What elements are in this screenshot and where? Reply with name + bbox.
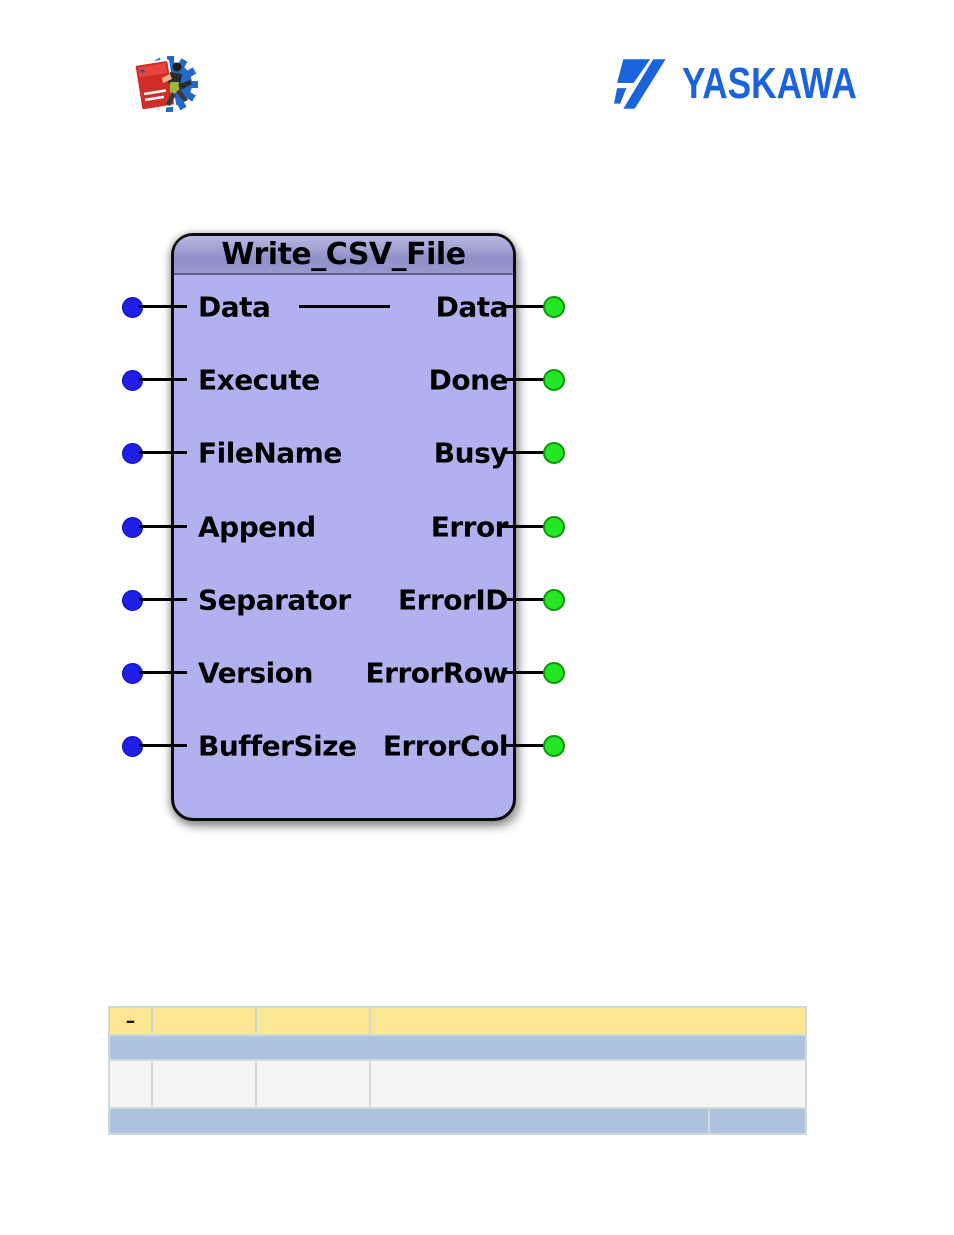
output-pin-line (502, 378, 544, 381)
input-pin-line (139, 525, 187, 528)
output-pin-icon (543, 735, 565, 757)
input-label: Data (198, 290, 271, 324)
function-block: Write_CSV_File (171, 233, 516, 821)
table-body-row (110, 1061, 805, 1107)
output-pin-icon (543, 369, 565, 391)
output-pin-icon (543, 296, 565, 318)
output-pin-icon (543, 516, 565, 538)
output-pin-line (502, 305, 544, 308)
output-label: Error (430, 510, 509, 544)
input-pin-line (139, 744, 187, 747)
function-block-title: Write_CSV_File (174, 236, 513, 275)
output-pin-icon (543, 442, 565, 464)
input-label: Append (198, 510, 316, 544)
output-pin-line (502, 598, 544, 601)
table-band-row (110, 1036, 805, 1059)
table-band-cell (110, 1036, 805, 1059)
output-pin-line (502, 671, 544, 674)
input-pin-line (139, 671, 187, 674)
table-header-cell (257, 1008, 369, 1034)
table-header-cell (153, 1008, 255, 1034)
yaskawa-logo: YASKAWA (614, 56, 900, 112)
output-label: Done (428, 363, 509, 397)
table-body-cell (153, 1061, 255, 1107)
output-pin-icon (543, 662, 565, 684)
table-band-row (110, 1109, 805, 1133)
output-pin-icon (543, 589, 565, 611)
table-body-cell (110, 1061, 151, 1107)
input-pin-line (139, 598, 187, 601)
output-pin-line (502, 451, 544, 454)
output-label: ErrorID (398, 583, 508, 617)
app-logo (132, 52, 202, 118)
table-header-row: – (110, 1008, 805, 1034)
output-label: ErrorCol (382, 729, 509, 763)
parameter-table: – (108, 1006, 807, 1135)
output-label: Busy (433, 436, 509, 470)
input-label: FileName (198, 436, 342, 470)
table-body-cell (371, 1061, 805, 1107)
yaskawa-lightning-bolt-icon (614, 59, 666, 109)
input-label: Version (198, 656, 313, 690)
table-collapse-marker: – (110, 1008, 151, 1034)
gear-book-runner-sticker-icon (133, 56, 198, 112)
input-label: Execute (198, 363, 320, 397)
output-pin-line (502, 525, 544, 528)
yaskawa-wordmark: YASKAWA (682, 59, 857, 108)
table-header-cell (371, 1008, 805, 1034)
output-pin-line (502, 744, 544, 747)
input-pin-line (139, 451, 187, 454)
input-pin-line (139, 378, 187, 381)
table-band-cell (710, 1109, 805, 1133)
input-pin-line (139, 305, 187, 308)
output-label: ErrorRow (365, 656, 509, 690)
table-body-cell (257, 1061, 369, 1107)
input-label: BufferSize (198, 729, 357, 763)
table-band-cell (110, 1109, 708, 1133)
inout-passthrough-line (299, 305, 390, 308)
output-label: Data (435, 290, 509, 324)
input-label: Separator (198, 583, 351, 617)
